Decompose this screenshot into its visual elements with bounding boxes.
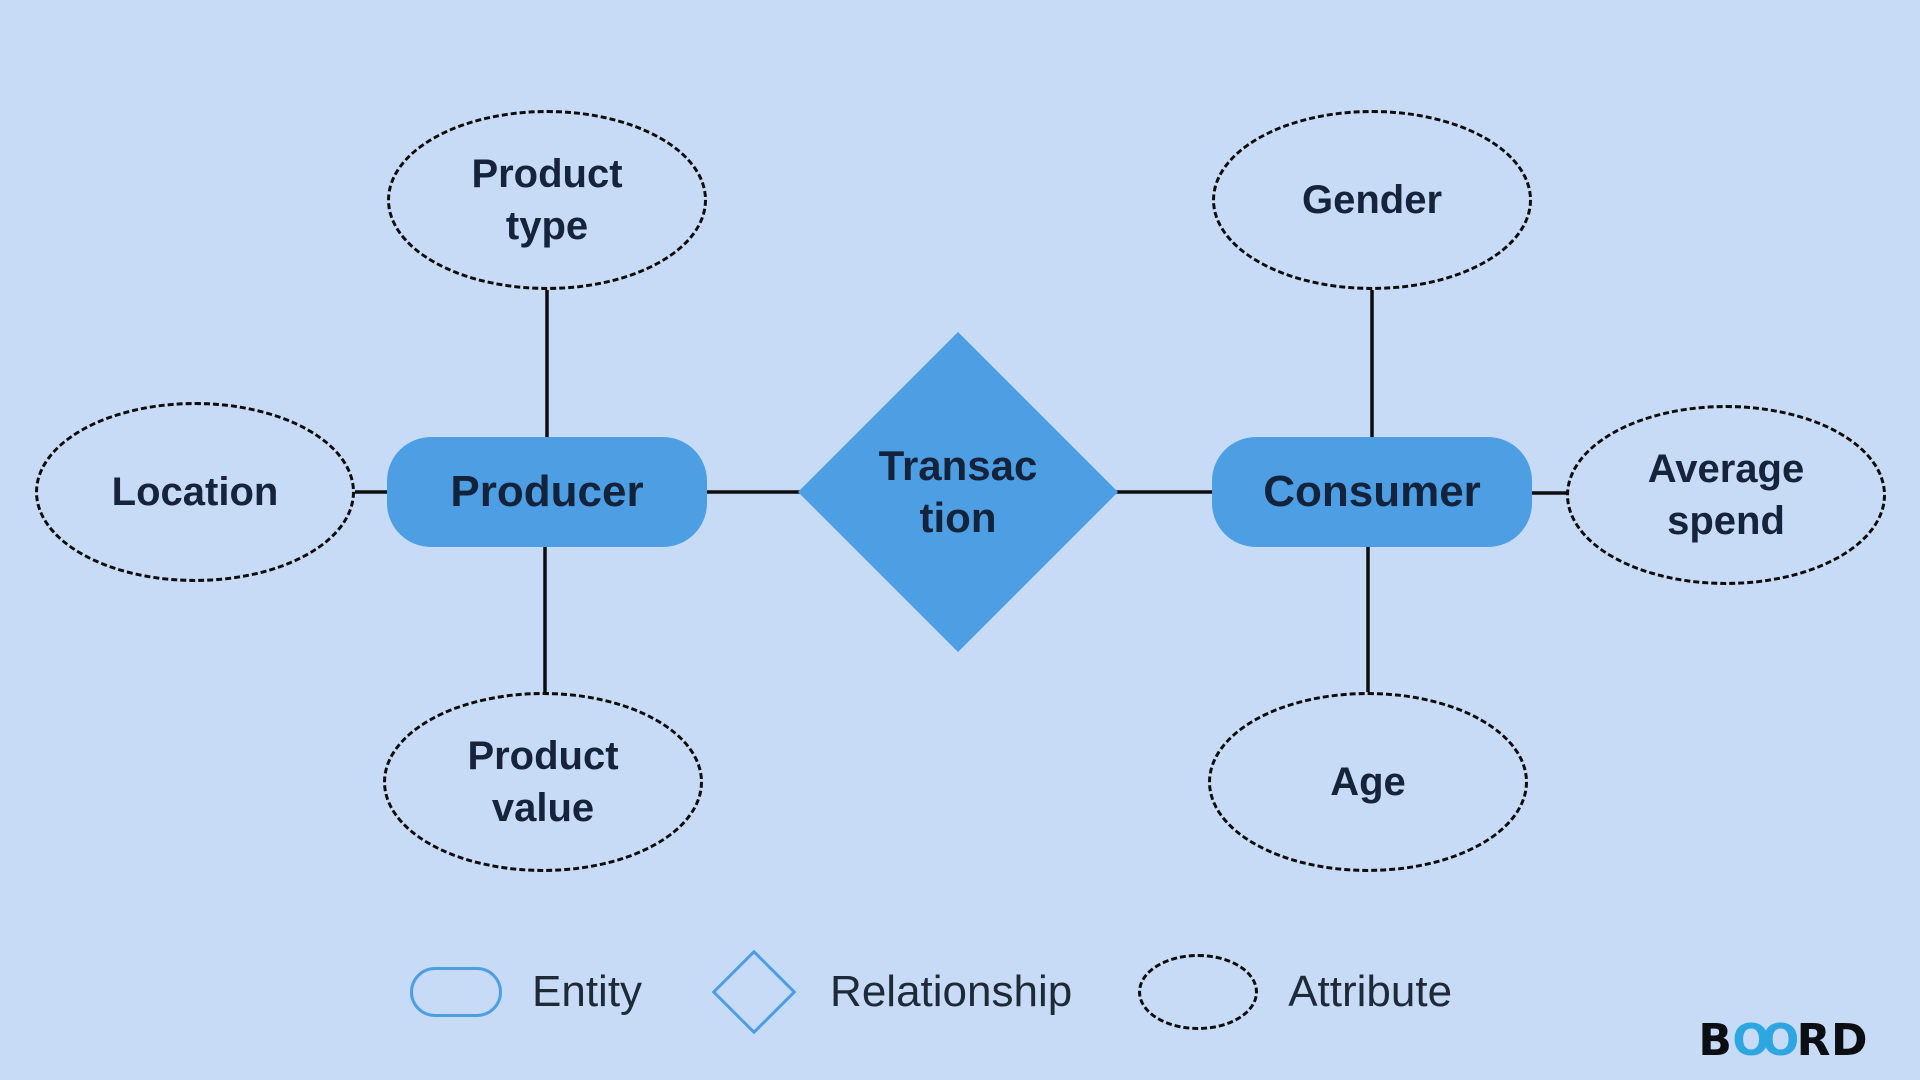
attribute-label: Gender: [1301, 178, 1443, 222]
legend-attribute-label: Attribute: [1288, 967, 1453, 1016]
relationship-transaction: Transac tion: [798, 332, 1118, 652]
attribute-gender: Gender: [1212, 110, 1532, 290]
entity-label: Consumer: [1263, 467, 1481, 516]
attribute-average-spend: Average spend: [1566, 405, 1886, 585]
board-logo-infinity: OO: [1732, 1015, 1799, 1066]
board-logo-part1: B: [1698, 1015, 1733, 1066]
attribute-product-type: Product type: [387, 110, 707, 290]
relationship-label: tion: [919, 494, 997, 541]
relationship-label: Transac: [878, 441, 1038, 489]
legend-relationship-shape-wrap: [708, 946, 800, 1038]
entity-producer: Producer: [387, 437, 707, 547]
attribute-location: Location: [35, 402, 355, 582]
attribute-label: type: [505, 204, 589, 248]
legend-relationship-shape: [711, 949, 797, 1035]
legend-entity-label: Entity: [532, 967, 643, 1016]
board-logo-part3: RD: [1796, 1015, 1868, 1066]
entity-consumer: Consumer: [1212, 437, 1532, 547]
legend-attribute-shape: [1138, 954, 1259, 1030]
attribute-label: Location: [111, 470, 279, 514]
attribute-label: Product: [471, 152, 623, 196]
attribute-label: spend: [1667, 499, 1785, 543]
relationship-diamond-shape: [798, 332, 1118, 652]
attribute-product-value: Product value: [383, 692, 703, 872]
attribute-label: Product: [467, 734, 619, 778]
legend-entity-shape: [410, 967, 502, 1017]
attribute-label: Average: [1647, 447, 1805, 491]
legend: Entity Relationship Attribute: [410, 946, 1452, 1038]
attribute-age: Age: [1208, 692, 1528, 872]
entity-label: Producer: [450, 467, 644, 516]
attribute-label: value: [491, 786, 595, 830]
legend-relationship-label: Relationship: [830, 967, 1073, 1016]
attribute-label: Age: [1330, 760, 1406, 804]
